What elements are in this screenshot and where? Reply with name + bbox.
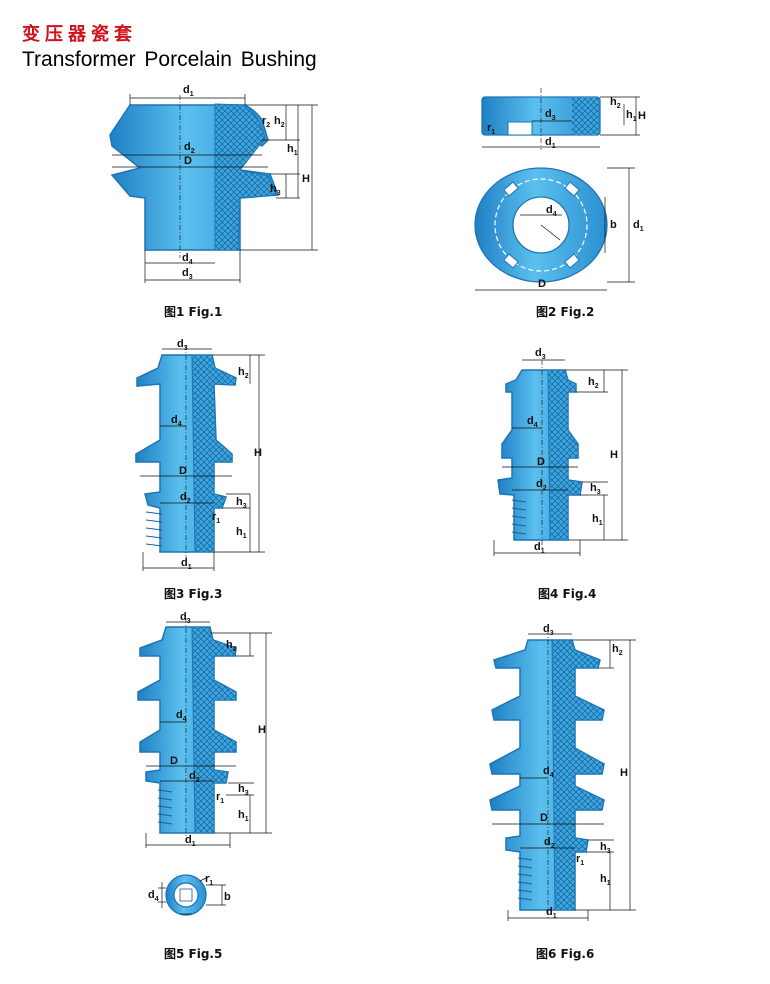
fig6-section-hatch — [551, 639, 605, 911]
fig2-label-d4: d4 — [546, 204, 557, 218]
figure-6-caption: 图6 Fig.6 — [536, 947, 595, 961]
fig5-label-r1-top: r1 — [205, 873, 213, 887]
fig6-label-r1: r1 — [576, 853, 584, 867]
figure-4-caption: 图4 Fig.4 — [538, 587, 597, 601]
fig2-label-h1: h1 — [626, 109, 637, 123]
fig6-label-H: H — [620, 767, 628, 779]
fig1-label-h2: h2 — [274, 115, 285, 129]
fig5-label-b: b — [224, 891, 231, 903]
fig1-label-H: H — [302, 173, 310, 185]
fig5-label-h3: h3 — [238, 783, 249, 797]
fig4-label-H: H — [610, 449, 618, 461]
fig5-label-d1: d1 — [185, 834, 196, 848]
fig1-label-d1: d1 — [183, 84, 194, 98]
fig5-section-hatch — [191, 626, 237, 834]
fig2-label-d1-top: d1 — [633, 219, 644, 233]
fig3-label-h3: h3 — [236, 496, 247, 510]
fig4-label-d3: d3 — [535, 347, 546, 361]
fig5-label-D: D — [170, 755, 178, 767]
fig6-label-h1: h1 — [600, 873, 611, 887]
fig2-label-d3: d3 — [545, 108, 556, 122]
fig4-label-h1: h1 — [592, 513, 603, 527]
figure-5-caption: 图5 Fig.5 — [164, 947, 223, 961]
fig2-label-H: H — [638, 110, 646, 122]
fig1-label-d3: d3 — [182, 267, 193, 281]
title-english: Transformer Porcelain Bushing — [22, 48, 317, 71]
fig4-section-hatch — [547, 369, 583, 541]
fig2-side-hatch — [572, 97, 598, 135]
fig4-label-d2: d2 — [536, 478, 547, 492]
fig5-label-d4: d4 — [176, 709, 187, 723]
fig6-label-d4: d4 — [543, 765, 554, 779]
fig1-label-h3: h3 — [270, 183, 281, 197]
fig6-label-d3: d3 — [543, 623, 554, 637]
fig5-label-h2: h2 — [226, 639, 237, 653]
figure-2: d3 d1 r1 h2 h1 H d4 b d1 D — [474, 88, 646, 291]
fig3-label-d3: d3 — [177, 338, 188, 352]
fig3-label-H: H — [254, 447, 262, 459]
fig3-label-d2: d2 — [180, 491, 191, 505]
fig4-label-D: D — [537, 456, 545, 468]
fig5-label-d2: d2 — [189, 770, 200, 784]
fig4-label-h3: h3 — [590, 482, 601, 496]
fig4-label-h2: h2 — [588, 376, 599, 390]
figure-4: d3 d4 D d2 d1 h2 H h3 h1 — [493, 347, 628, 556]
figure-1-caption: 图1 Fig.1 — [164, 305, 223, 319]
figure-3: d3 d4 D d2 d1 h2 H h3 h1 r1 — [135, 338, 265, 571]
fig1-label-h1: h1 — [287, 143, 298, 157]
figure-1: d1 d2 D d4 d3 r2 h2 h1 h3 H — [109, 84, 318, 283]
figure-6: d3 d4 D d2 d1 h2 H h3 h1 r1 — [489, 623, 636, 921]
fig1-label-d4: d4 — [182, 252, 193, 266]
fig2-label-r1: r1 — [487, 122, 495, 136]
fig5-label-d4-top: d4 — [148, 889, 159, 903]
fig6-label-d1: d1 — [546, 906, 557, 920]
fig3-label-h2: h2 — [238, 366, 249, 380]
figure-2-caption: 图2 Fig.2 — [536, 305, 595, 319]
figure-5: d3 d4 D d2 d1 h2 H h3 h1 r1 r1 b d4 — [137, 611, 272, 916]
fig3-label-r1: r1 — [212, 511, 220, 525]
fig2-label-D: D — [538, 278, 546, 290]
fig3-label-d1: d1 — [181, 557, 192, 571]
fig5-label-h1: h1 — [238, 809, 249, 823]
figure-3-caption: 图3 Fig.3 — [164, 587, 223, 601]
fig3-label-d4: d4 — [171, 414, 182, 428]
title-chinese: 变压器瓷套 — [22, 24, 137, 45]
fig3-label-D: D — [179, 465, 187, 477]
fig5-label-d3: d3 — [180, 611, 191, 625]
fig6-label-d2: d2 — [544, 836, 555, 850]
fig6-label-h3: h3 — [600, 841, 611, 855]
fig1-section-hatch — [214, 103, 277, 251]
fig3-label-h1: h1 — [236, 526, 247, 540]
fig5-label-H: H — [258, 724, 266, 736]
fig1-label-d2: d2 — [184, 141, 195, 155]
fig1-label-D: D — [184, 155, 192, 167]
fig5-label-r1: r1 — [216, 791, 224, 805]
fig4-label-d4: d4 — [527, 415, 538, 429]
fig2-label-d1: d1 — [545, 136, 556, 150]
fig6-label-D: D — [540, 812, 548, 824]
fig4-label-d1: d1 — [534, 541, 545, 555]
fig2-label-b: b — [610, 219, 617, 231]
fig1-label-r2: r2 — [262, 115, 270, 129]
fig2-label-h2: h2 — [610, 96, 621, 110]
fig6-label-h2: h2 — [612, 643, 623, 657]
